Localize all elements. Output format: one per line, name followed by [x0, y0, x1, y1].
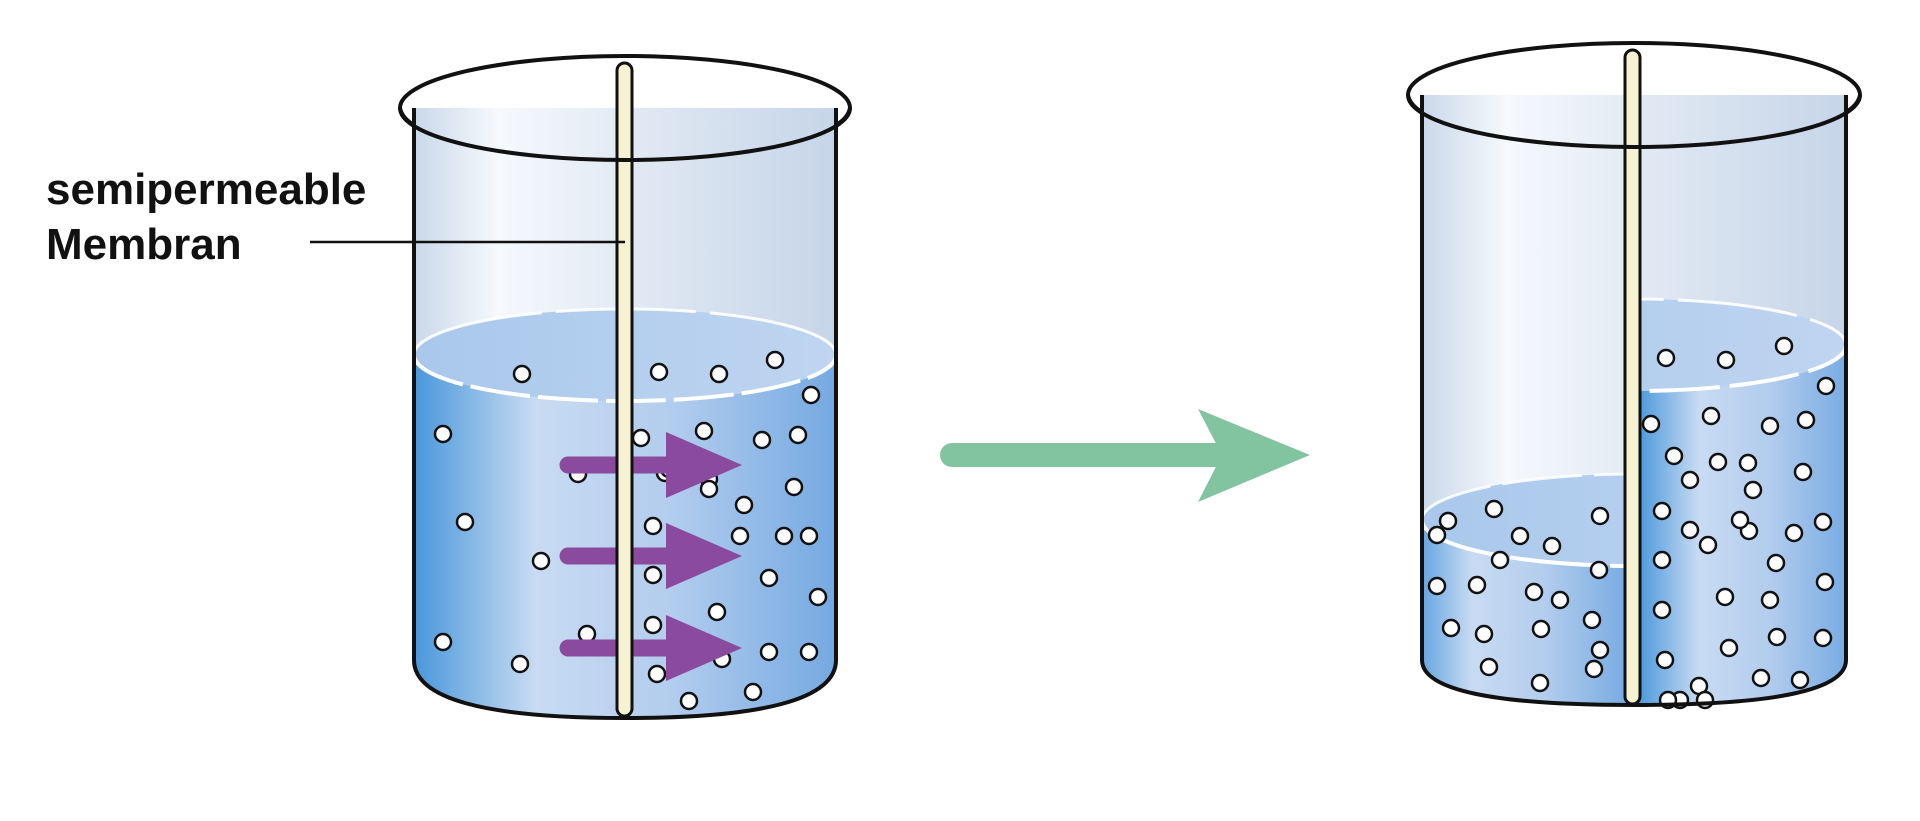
solute-particle [759, 642, 779, 662]
solute-particle [1589, 560, 1609, 580]
solute-particle [1427, 525, 1447, 545]
solute-particle [1530, 673, 1550, 693]
solute-particle [1641, 414, 1661, 434]
solute-particle [765, 350, 785, 370]
solute-particle [1784, 523, 1804, 543]
solute-particle [1655, 650, 1675, 670]
left-beaker-outline [412, 108, 838, 721]
solute-particle [1474, 624, 1494, 644]
solute-particle [743, 682, 763, 702]
solute-particle [455, 512, 475, 532]
solute-particle [433, 424, 453, 444]
solute-particle [512, 364, 532, 384]
solute-particle [1760, 416, 1780, 436]
solute-particle [679, 691, 699, 711]
solute-particle [1743, 480, 1763, 500]
solute-particle [531, 551, 551, 571]
solute-particle [1698, 535, 1718, 555]
solute-particle [1680, 520, 1700, 540]
solute-particle [647, 664, 667, 684]
solute-particle [649, 362, 669, 382]
solute-particle [1524, 582, 1544, 602]
solute-particle [1584, 659, 1604, 679]
right-beaker [1406, 41, 1862, 710]
left-beaker-particles [433, 350, 828, 711]
solute-particle [643, 516, 663, 536]
solute-particle [699, 479, 719, 499]
solute-particle [1427, 576, 1447, 596]
solute-particle [1582, 610, 1602, 630]
solute-particle [752, 430, 772, 450]
solute-particle [1790, 670, 1810, 690]
solute-particle [1766, 553, 1786, 573]
water-flow-arrows [559, 432, 742, 681]
solute-particle [1652, 600, 1672, 620]
solute-particle [759, 568, 779, 588]
solute-particle [643, 565, 663, 585]
solute-particle [799, 526, 819, 546]
solute-particle [1656, 348, 1676, 368]
solute-particle [734, 495, 754, 515]
solute-particle [1716, 350, 1736, 370]
solute-particle [1813, 512, 1833, 532]
solute-particle [1479, 657, 1499, 677]
solute-particle [1815, 572, 1835, 592]
solute-particle [1438, 511, 1458, 531]
solute-particle [1652, 550, 1672, 570]
right-beaker-outline [1420, 95, 1848, 708]
solute-particle [799, 642, 819, 662]
solute-particle [643, 615, 663, 635]
solute-particle [1715, 587, 1735, 607]
solute-particle [1510, 526, 1530, 546]
solute-particle [1813, 628, 1833, 648]
solute-particle [1484, 499, 1504, 519]
solute-particle [1708, 452, 1728, 472]
solute-particle [1816, 376, 1836, 396]
solute-particle [1490, 550, 1510, 570]
solute-particle [1590, 506, 1610, 526]
solute-particle [1467, 575, 1487, 595]
solute-particle [631, 428, 651, 448]
solute-particle [1701, 406, 1721, 426]
solute-particle [433, 632, 453, 652]
membrane-label-line1: semipermeable [46, 165, 366, 214]
membrane-label: semipermeable Membran [46, 165, 625, 269]
membrane-label-line2: Membran [46, 220, 242, 269]
solute-particle [1760, 590, 1780, 610]
solute-particle [784, 477, 804, 497]
solute-particle [1590, 640, 1610, 660]
solute-particle [1719, 638, 1739, 658]
solute-particle [1531, 619, 1551, 639]
solute-particle [1730, 510, 1750, 530]
solute-particle [788, 425, 808, 445]
solute-particle [801, 385, 821, 405]
solute-particle [510, 654, 530, 674]
solute-particle [1441, 618, 1461, 638]
solute-particle [1664, 446, 1684, 466]
solute-particle [1680, 470, 1700, 490]
solute-particle [1767, 627, 1787, 647]
solute-particle [694, 421, 714, 441]
solute-particle [774, 526, 794, 546]
right-arrow-icon [940, 409, 1310, 502]
solute-particle [1793, 462, 1813, 482]
solute-particle [1796, 410, 1816, 430]
solute-particle [1542, 536, 1562, 556]
solute-particle [707, 602, 727, 622]
solute-particle [709, 364, 729, 384]
solute-particle [1738, 453, 1758, 473]
left-beaker [398, 54, 852, 721]
solute-particle [1652, 501, 1672, 521]
solute-particle [808, 587, 828, 607]
solute-particle [1751, 668, 1771, 688]
solute-particle [730, 526, 750, 546]
solute-particle [1550, 590, 1570, 610]
solute-particle [1774, 336, 1794, 356]
